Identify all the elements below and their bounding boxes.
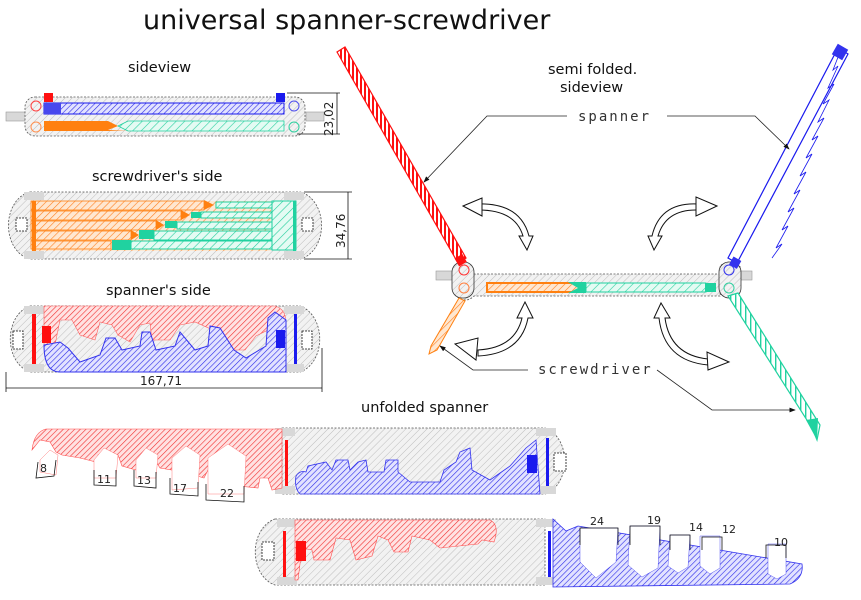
spanner-side-dimension: 167,71	[140, 374, 182, 388]
pivot-left-top	[30, 100, 42, 112]
spanner-b-strip	[43, 102, 285, 115]
pivot-left-bottom	[30, 121, 42, 133]
rotate-arrow-bottom-right	[653, 301, 731, 371]
rotate-arrow-top-left	[461, 197, 534, 252]
callout-spanner: spanner	[578, 109, 651, 125]
size-label: 22	[220, 487, 234, 500]
semi-folded-label-line2: sideview	[560, 80, 623, 96]
page-title: universal spanner-screwdriver	[143, 5, 551, 36]
spanner-a-tab	[44, 93, 53, 102]
size-label: 17	[173, 482, 187, 495]
unfolded-blue-inner	[295, 439, 541, 495]
screwdriver-side-label: screwdriver's side	[92, 169, 223, 185]
spanner-side-label: spanner's side	[106, 283, 211, 299]
unfolded-red-inner	[294, 519, 497, 581]
semi-folded-label-line1: semi folded.	[548, 62, 637, 78]
size-label: 10	[774, 536, 788, 549]
spanner-side-drawing: spanner's side 167,71	[5, 283, 323, 392]
red-spanner-arm	[336, 46, 467, 264]
blue-size-labels: 24 19 14 12 10	[590, 514, 788, 549]
rotate-arrow-top-right	[647, 196, 719, 252]
orange-screwdriver-arm	[428, 297, 466, 355]
sideview-label: sideview	[128, 60, 191, 76]
screwdriver-side-drawing: screwdriver's side	[8, 169, 352, 260]
unfolded-spanner-drawing: unfolded spanner 8 11 13 17 22	[31, 400, 803, 588]
axle-left	[5, 111, 27, 122]
red-size-labels: 8 11 13 17 22	[40, 462, 234, 500]
screwdriver-side-dimension: 34,76	[334, 214, 348, 248]
spanner-b-tab	[276, 93, 285, 102]
size-label: 12	[722, 523, 736, 536]
screwdriver-b-strip	[117, 120, 285, 132]
spanner-b-profile	[43, 311, 287, 373]
pivot-right-top	[288, 100, 300, 112]
size-label: 24	[590, 515, 604, 528]
size-label: 11	[97, 473, 111, 486]
callout-screwdriver: screwdriver	[538, 362, 653, 378]
axle-right	[305, 111, 325, 122]
rotate-arrow-bottom-left	[453, 300, 534, 361]
size-label: 14	[689, 521, 703, 534]
pivot-right-bottom	[288, 121, 300, 133]
blue-spanner-arm	[727, 47, 849, 264]
spanner-b-end	[44, 103, 61, 114]
green-screwdriver-arm	[727, 292, 821, 443]
size-label: 19	[647, 514, 661, 527]
semi-folded-drawing: semi folded. sideview	[336, 43, 849, 443]
sideview-dimension: 23,02	[322, 102, 336, 136]
screwdriver-a-strip	[44, 121, 128, 131]
size-label: 13	[137, 474, 151, 487]
unfolded-label: unfolded spanner	[361, 400, 488, 416]
sideview-drawing: sideview 23,02	[5, 60, 340, 137]
size-label: 8	[40, 462, 47, 475]
screwdriver-blades	[30, 200, 297, 251]
